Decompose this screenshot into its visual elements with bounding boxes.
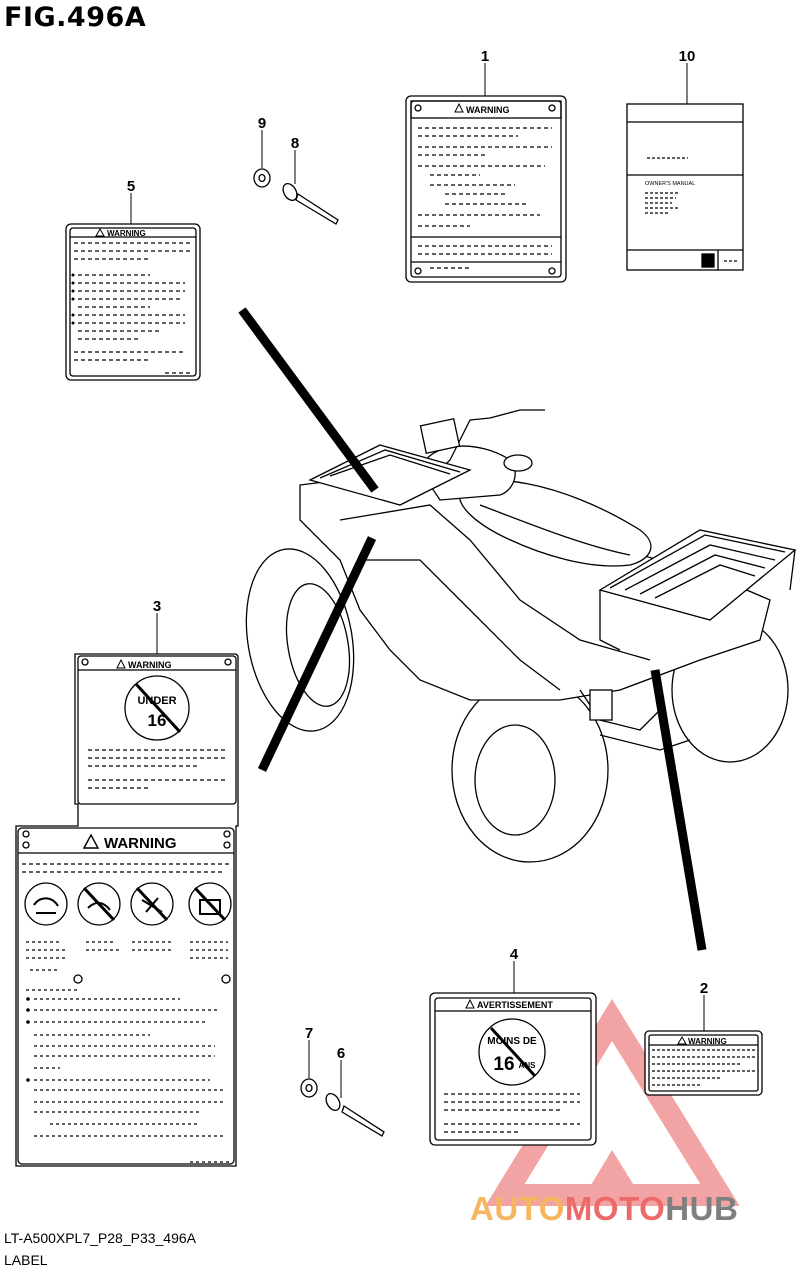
figure-label: LABEL [4, 1252, 48, 1268]
watermark-text: AUTOMOTOHUB [470, 1190, 738, 1228]
part-ref-3: 3 [153, 598, 161, 615]
label-3-under-age: 16 [148, 711, 167, 730]
part-7-washer [300, 1078, 318, 1098]
label-3-upper-warning: WARNING [128, 660, 172, 670]
label-texts: WARNING WARNING WARNING UNDER 16 WARNING… [104, 105, 727, 1075]
leader-lines [238, 307, 707, 951]
label-5 [65, 223, 201, 381]
part-ref-9: 9 [258, 115, 266, 132]
label-5-warning: WARNING [107, 229, 146, 238]
label-4 [429, 992, 597, 1146]
label-1 [405, 95, 567, 283]
part-ref-6: 6 [337, 1045, 345, 1062]
label-4-avertissement: AVERTISSEMENT [477, 1000, 553, 1010]
label-1-warning: WARNING [466, 105, 510, 115]
part-ref-10: 10 [679, 48, 696, 65]
watermark-auto: AUTO [470, 1190, 565, 1227]
figure-title: FIG.496A [4, 2, 147, 33]
part-6-rivet [325, 1092, 385, 1137]
label-2-warning: WARNING [688, 1037, 727, 1046]
label-3-lower-warning: WARNING [104, 835, 177, 852]
part-9-washer [253, 168, 271, 188]
part-ref-2: 2 [700, 980, 708, 997]
label-2 [644, 1030, 763, 1096]
label-4-age: 16 [493, 1054, 514, 1075]
watermark-hub: HUB [665, 1190, 739, 1227]
part-ref-1: 1 [481, 48, 489, 65]
figure-code: LT-A500XPL7_P28_P33_496A [4, 1230, 197, 1246]
part-numbers: 1 2 3 4 5 6 7 8 9 10 [127, 48, 708, 1062]
label-3 [15, 653, 239, 1167]
label-4-ans: ANS [519, 1061, 537, 1070]
atv-illustration [245, 409, 797, 863]
label-4-moins-de: MOINS DE [487, 1036, 537, 1047]
label-10-owners-manual [626, 103, 744, 271]
part-ref-7: 7 [305, 1025, 313, 1042]
part-ref-8: 8 [291, 135, 299, 152]
watermark-moto: MOTO [564, 1190, 666, 1227]
part-8-rivet [282, 182, 339, 225]
part-ref-4: 4 [510, 946, 519, 963]
callout-lines [130, 63, 705, 1098]
label-10-owners-manual: OWNER'S MANUAL [645, 181, 695, 187]
part-ref-5: 5 [127, 178, 135, 195]
label-3-under: UNDER [137, 695, 176, 707]
